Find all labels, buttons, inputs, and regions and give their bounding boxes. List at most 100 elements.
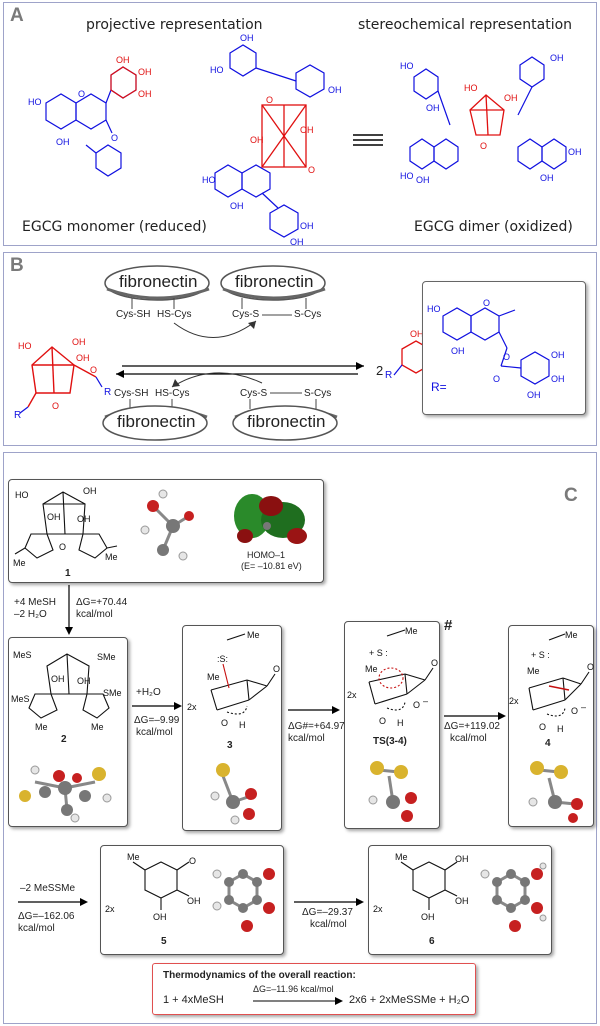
svg-text:Me: Me [565, 630, 578, 640]
arrow-ts-to-4 [444, 712, 506, 720]
fibronectin-bottom-right [232, 405, 338, 441]
hs-cys-bottom: HS-Cys [155, 388, 190, 399]
svg-text:2x: 2x [187, 702, 197, 712]
dg-ts-unit: kcal/mol [288, 733, 325, 744]
compound-4-3d-model [528, 761, 583, 823]
svg-text:OH: OH [455, 896, 469, 906]
svg-text:O: O [78, 89, 85, 99]
svg-text:OH: OH [451, 346, 465, 356]
svg-text:Me: Me [405, 626, 418, 636]
svg-text:O: O [539, 722, 546, 732]
svg-text:O: O [493, 374, 500, 384]
svg-text:H: H [239, 720, 246, 730]
compound-5-3d-model [212, 868, 275, 932]
svg-text:O: O [273, 664, 280, 674]
s-cys-top: S-Cys [294, 309, 322, 320]
svg-text:OH: OH [551, 350, 565, 360]
fibronectin-label-tr: fibronectin [235, 272, 314, 291]
reagent-mesh: +4 MeSH [14, 597, 56, 608]
ts-3-4-3d-model [368, 761, 417, 822]
svg-text:OH: OH [300, 125, 314, 135]
svg-text:Me: Me [35, 722, 48, 732]
overall-reaction-box: Thermodynamics of the overall reaction: … [152, 963, 476, 1015]
svg-text:OH: OH [455, 854, 469, 864]
arrow-4-to-5 [18, 898, 88, 906]
svg-text:OH: OH [72, 337, 86, 347]
dg-step5-unit: kcal/mol [18, 923, 55, 934]
messme-loss: –2 MeSSMe [20, 883, 76, 894]
dg-step2-unit: kcal/mol [136, 727, 173, 738]
svg-text:–: – [423, 696, 428, 706]
compound-1-3d-model [140, 489, 194, 561]
svg-text:OH: OH [328, 85, 342, 95]
svg-text:2x: 2x [373, 904, 383, 914]
svg-text:+ S :: + S : [531, 650, 550, 660]
dg-step6-unit: kcal/mol [310, 919, 347, 930]
svg-text:HO: HO [28, 97, 42, 107]
dg-ts: ΔG#=+64.97 [288, 721, 345, 732]
compound-4-number: 4 [545, 738, 551, 749]
panel-b-label: B [10, 255, 24, 276]
svg-text:O: O [503, 352, 510, 362]
fibronectin-top-left [104, 265, 210, 301]
svg-text:HO: HO [464, 83, 478, 93]
r-left: R [14, 410, 22, 421]
svg-text:H: H [397, 718, 404, 728]
svg-text:2x: 2x [105, 904, 115, 914]
svg-text:OH: OH [550, 53, 564, 63]
svg-text:OH: OH [240, 33, 254, 43]
stoich-coefficient: 2 [376, 363, 384, 378]
svg-text:HO: HO [427, 304, 441, 314]
svg-text:OH: OH [527, 390, 541, 400]
svg-text:OH: OH [138, 67, 152, 77]
panel-c-label: C [564, 485, 578, 506]
overall-reaction-arrow [253, 997, 343, 1005]
svg-text:HO: HO [18, 341, 32, 351]
overall-reaction-dg: ΔG=–11.96 kcal/mol [253, 984, 334, 994]
svg-text:O: O [266, 95, 273, 105]
svg-text:OH: OH [416, 175, 430, 185]
arrow-3-to-ts [288, 706, 340, 714]
svg-text:OH: OH [230, 201, 244, 211]
svg-text:OH: OH [153, 912, 167, 922]
svg-text:MeS: MeS [13, 650, 32, 660]
svg-text:+ S :: + S : [369, 648, 388, 658]
svg-text:O: O [483, 298, 490, 308]
svg-text:O: O [111, 133, 118, 143]
svg-text:OH: OH [568, 147, 582, 157]
svg-text:HO: HO [210, 65, 224, 75]
svg-text:SMe: SMe [97, 652, 116, 662]
panel-b: B fibronectin fibronectin Cys-SH HS-Cys … [3, 252, 597, 446]
svg-text:HO: HO [15, 490, 29, 500]
svg-text:OH: OH [138, 89, 152, 99]
stereochemical-heading: stereochemical representation [358, 17, 573, 33]
r-right: R [104, 387, 112, 398]
compound-3-3d-model [210, 763, 257, 825]
svg-text:OH: OH [56, 137, 70, 147]
svg-text:OH: OH [76, 353, 90, 363]
svg-text:MeS: MeS [11, 694, 30, 704]
svg-text:OH: OH [51, 674, 65, 684]
r-product: R [385, 370, 393, 381]
svg-text:OH: OH [421, 912, 435, 922]
svg-text:OH: OH [83, 486, 97, 496]
svg-text:2x: 2x [347, 690, 357, 700]
svg-text:O: O [52, 401, 59, 411]
r-equals-label: R= [431, 380, 447, 394]
fibronectin-label-br: fibronectin [247, 412, 326, 431]
overall-reaction-title: Thermodynamics of the overall reaction: [163, 970, 356, 981]
overall-reaction-reactants: 1 + 4xMeSH [163, 994, 224, 1006]
cys-sh-bottom: Cys-SH [114, 388, 149, 399]
svg-text:OH: OH [290, 237, 304, 247]
svg-text:O: O [431, 658, 438, 668]
